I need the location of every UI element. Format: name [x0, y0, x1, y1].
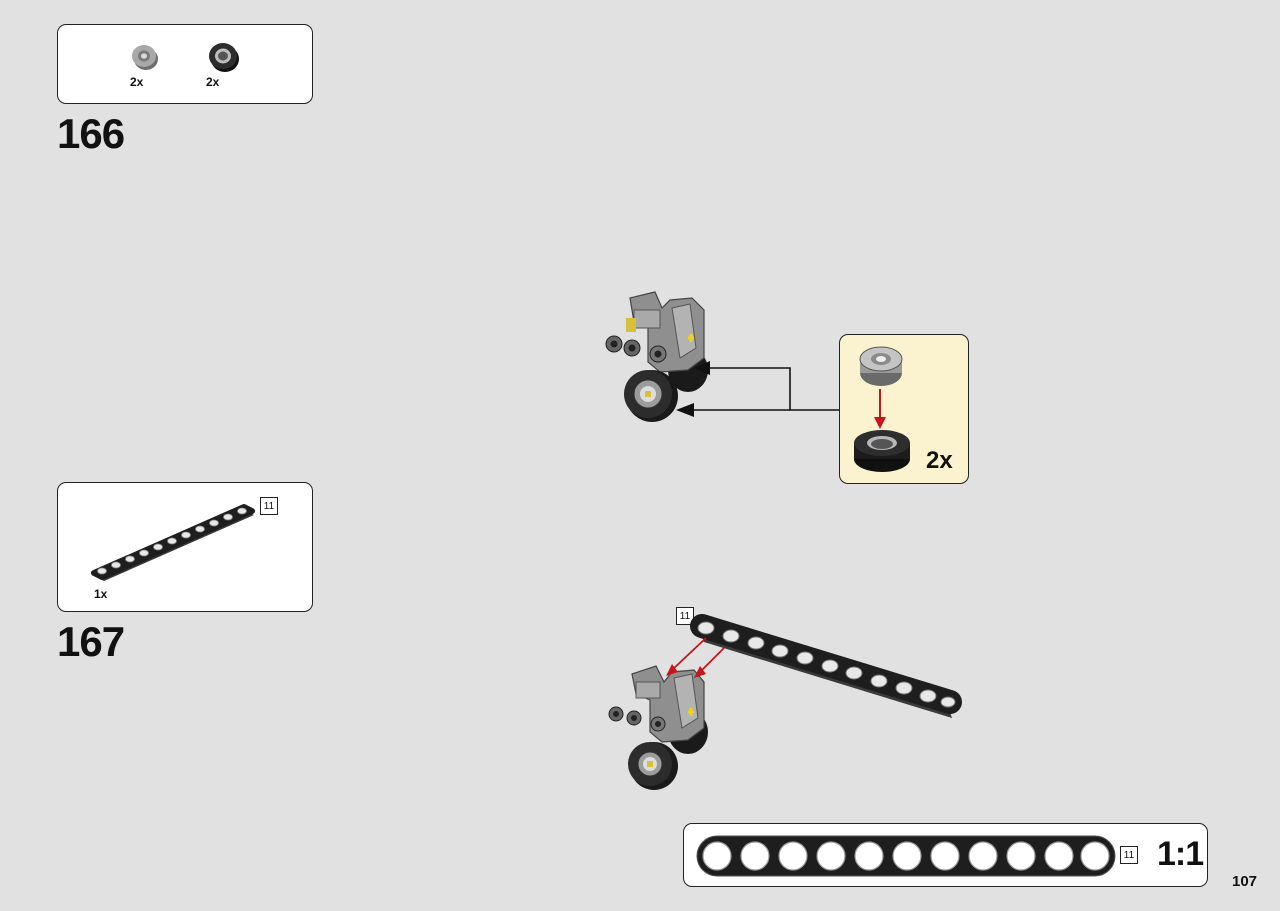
rim-icon	[859, 346, 903, 386]
red-arrow-icon	[874, 389, 886, 429]
insert-arrows-167	[666, 637, 725, 678]
beam-length-tag: 11	[676, 607, 694, 625]
beam-qty: 1x	[94, 587, 108, 601]
tire-qty: 2x	[206, 75, 220, 89]
step-number-167: 167	[57, 618, 125, 665]
rim-qty: 2x	[130, 75, 144, 89]
assembly-167	[608, 665, 708, 790]
scale-ruler: 11 1:1	[683, 823, 1208, 887]
beam-11-icon	[91, 504, 255, 581]
beam-1to1-icon	[696, 835, 1116, 877]
tire-icon	[209, 43, 239, 72]
subassembly-callout: 2x	[839, 334, 969, 484]
tire-icon	[854, 430, 910, 472]
scale-label: 1:1	[1157, 835, 1204, 873]
beam-11	[690, 614, 962, 718]
page-number: 107	[1232, 873, 1258, 890]
subassembly-qty: 2x	[926, 447, 953, 474]
step-number-166: 166	[57, 110, 125, 157]
parts-list-166: 2x 2x	[57, 24, 313, 104]
assembly-166	[605, 291, 708, 422]
beam-length-tag: 11	[260, 497, 278, 515]
attach-arrows-166	[676, 361, 840, 417]
rim-icon	[132, 45, 158, 70]
parts-list-167: 11 1x	[57, 482, 313, 612]
ruler-length-tag: 11	[1120, 846, 1138, 864]
